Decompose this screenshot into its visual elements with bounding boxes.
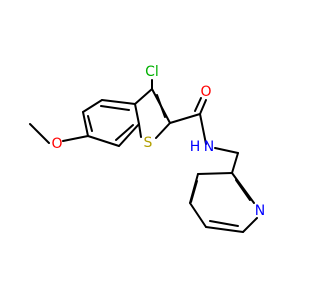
bond	[134, 103, 140, 125]
bond	[194, 97, 202, 112]
bond	[101, 99, 136, 105]
sulfur-atom-label: S	[144, 135, 153, 151]
amide-hydrogen-atom-label: H	[190, 139, 201, 155]
bond	[209, 220, 239, 227]
atom-labels: Cl S O N H O N	[51, 64, 265, 219]
bond	[205, 226, 244, 233]
bond	[134, 88, 153, 105]
bond	[242, 217, 258, 233]
bond	[155, 122, 171, 139]
carbonyl-oxygen-atom-label: O	[200, 84, 211, 100]
bond	[199, 99, 207, 115]
pyridine-nitrogen-atom-label: N	[255, 203, 265, 219]
structure-canvas: Cl S O N H O N	[29, 64, 265, 233]
methoxy-oxygen-atom-label: O	[51, 136, 62, 152]
bond	[29, 123, 50, 144]
bond	[190, 180, 198, 203]
bond	[82, 111, 89, 137]
bond	[156, 94, 166, 118]
bond	[87, 135, 120, 147]
bond	[199, 113, 207, 145]
bond	[62, 135, 89, 142]
bond	[189, 202, 207, 228]
bond	[115, 124, 134, 141]
bond	[82, 99, 103, 113]
amide-nitrogen-atom-label: N	[204, 139, 214, 155]
bond	[231, 172, 255, 204]
bond	[197, 172, 233, 175]
bond	[138, 123, 142, 138]
molecule-structure: Cl S O N H O N	[29, 64, 265, 233]
bond	[231, 152, 239, 174]
bond	[100, 105, 130, 111]
bond	[118, 123, 140, 147]
bond	[87, 115, 93, 132]
bond	[214, 147, 239, 154]
chlorine-atom-label: Cl	[145, 64, 159, 80]
bond	[169, 113, 201, 124]
bond-layer	[29, 79, 258, 233]
bond	[235, 179, 251, 201]
